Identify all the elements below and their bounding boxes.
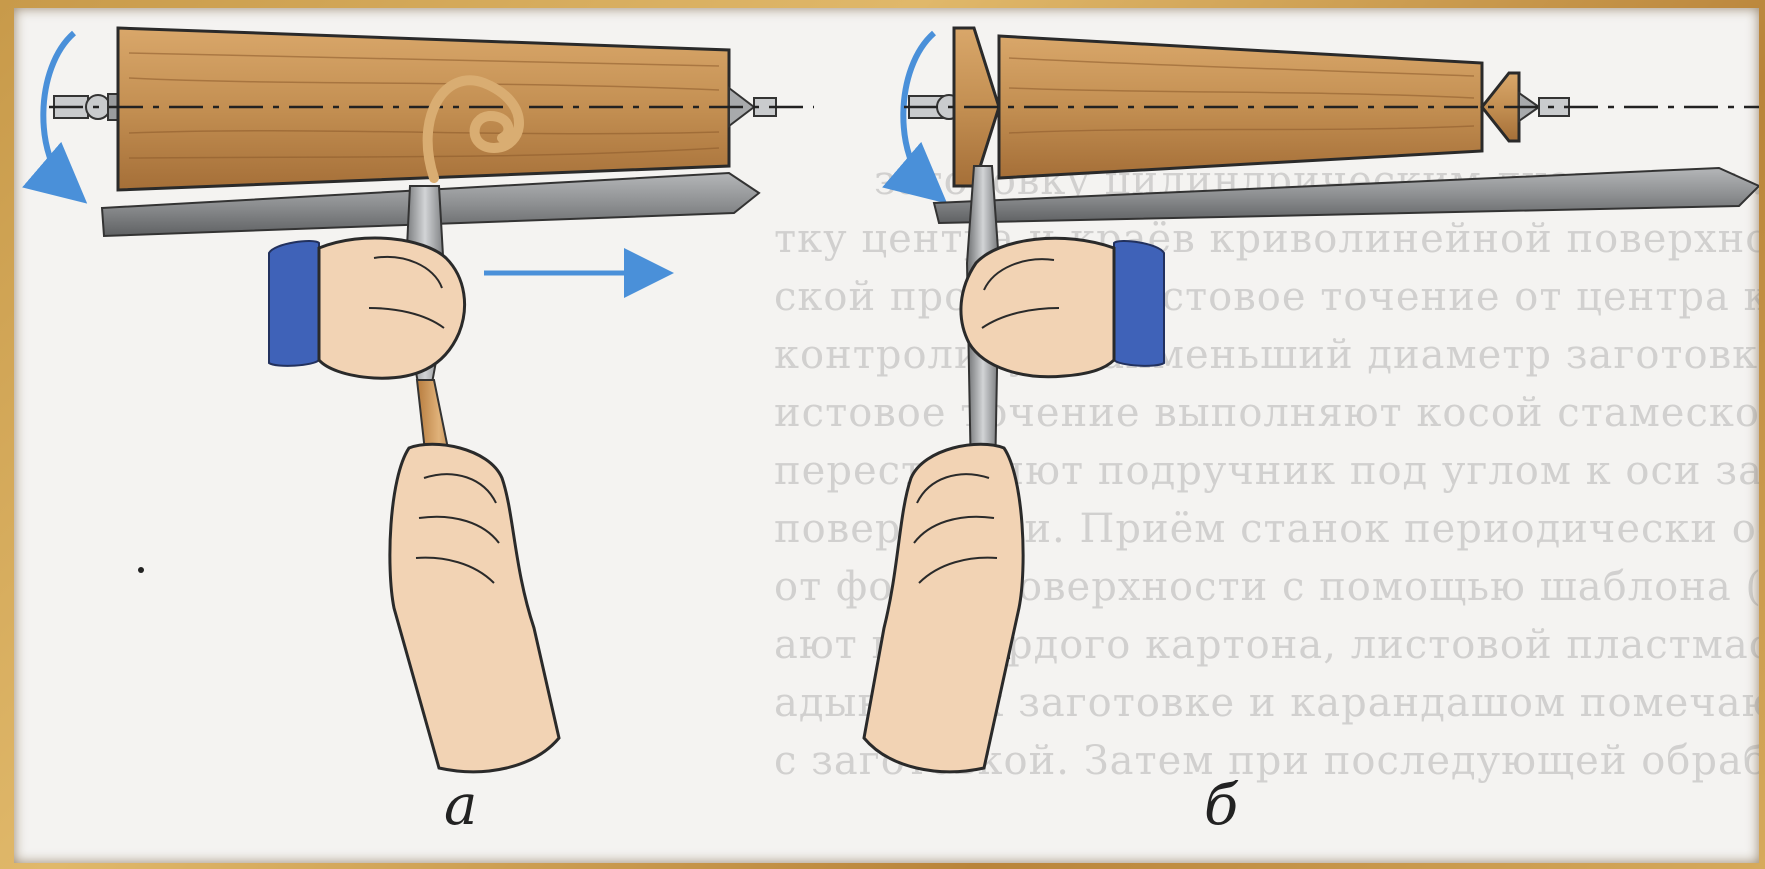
upper-hand-a <box>269 238 465 378</box>
figure-b <box>864 28 1759 772</box>
upper-hand-b <box>961 238 1164 377</box>
figure-a <box>43 28 814 772</box>
stray-dot <box>138 567 144 573</box>
lower-hand-a <box>390 444 559 772</box>
illustration-panel: заготовку цилиндрическим диаметром...тку… <box>14 8 1759 863</box>
tool-rest-b <box>934 168 1759 223</box>
lower-hand-b <box>864 444 1023 772</box>
caption-b: б <box>1204 773 1238 838</box>
workpiece-a <box>118 28 729 190</box>
lathe-turning-illustration <box>14 8 1759 863</box>
caption-a: а <box>444 773 477 838</box>
